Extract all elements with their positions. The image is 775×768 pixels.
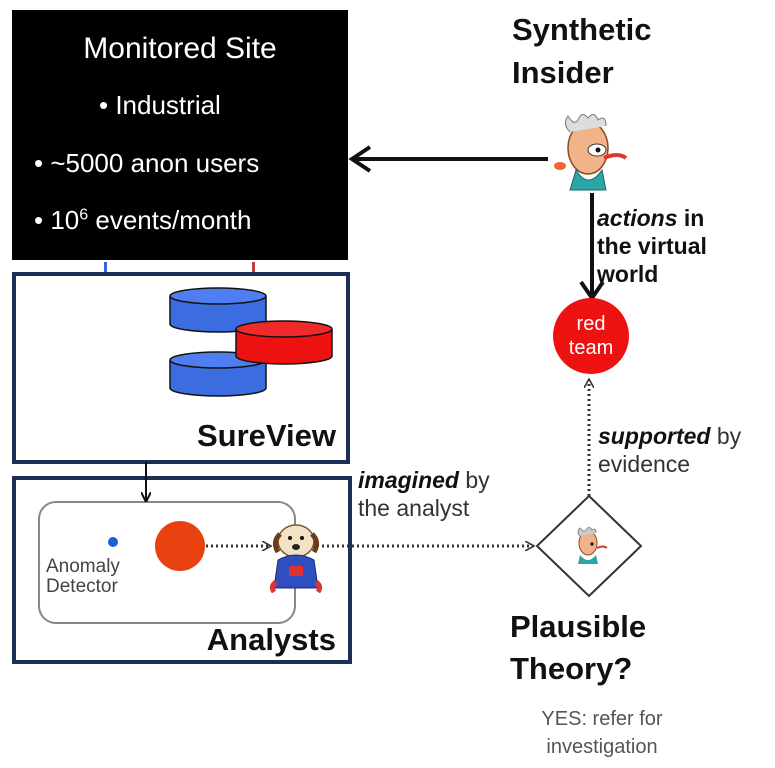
sureview-label: SureView [196, 418, 336, 453]
small-blue-dot [108, 537, 118, 547]
plausible-theory-label: Plausible Theory? [510, 609, 647, 686]
yes-refer-label: YES: refer for investigation [541, 708, 663, 758]
supported-by-evidence-label: supported by evidence [598, 423, 742, 477]
bullet-industrial: • Industrial [99, 90, 221, 120]
anomaly-orange-dot [155, 521, 205, 571]
monitored-site-box: Monitored Site • Industrial • ~5000 anon… [12, 10, 348, 260]
bullet-users: • ~5000 anon users [34, 148, 260, 178]
analysts-label: Analysts [206, 622, 336, 657]
database-cylinders-icon [169, 287, 333, 397]
synthetic-insider-icon [554, 114, 628, 191]
imagined-by-analyst-label: imagined by the analyst [358, 467, 490, 521]
synthetic-insider-title: Synthetic Insider [512, 12, 652, 90]
red-team-node: red team [553, 298, 629, 374]
anomaly-detector-label: Anomaly Detector [46, 556, 120, 597]
insider-to-site-arrowhead [348, 145, 372, 173]
actions-label: actions in the virtual world [597, 205, 707, 287]
connector-tick-blue [104, 262, 107, 274]
analyst-character-icon [269, 524, 323, 594]
connector-tick-red [252, 262, 255, 274]
bullet-events: • 106 events/month [34, 205, 252, 235]
monitored-site-title: Monitored Site [83, 32, 277, 65]
theory-insider-icon [577, 527, 608, 564]
